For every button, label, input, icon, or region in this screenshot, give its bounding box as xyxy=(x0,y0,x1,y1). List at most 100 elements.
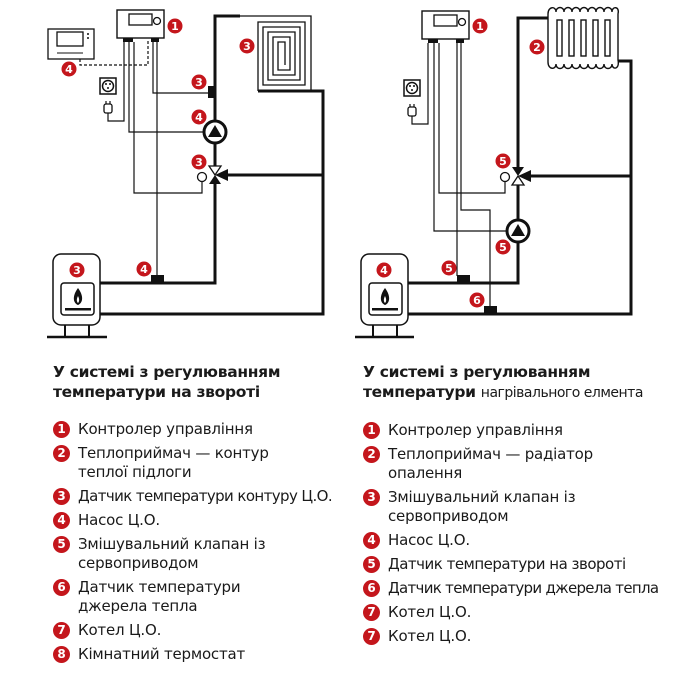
pump-icon xyxy=(202,119,228,145)
controller-icon xyxy=(116,9,165,42)
svg-text:4: 4 xyxy=(380,264,388,277)
left-legend-panel: У системі з регулюванням температури на … xyxy=(53,362,353,669)
heating-diagrams: 1 4 3 3 4 3 3 4 xyxy=(47,6,633,339)
thermostat-wire xyxy=(79,40,149,66)
svg-text:3: 3 xyxy=(195,76,203,89)
radiator-icon xyxy=(547,6,620,70)
left-badges: 1 4 3 3 4 3 3 4 xyxy=(61,18,255,278)
power-socket-icon xyxy=(99,77,117,95)
svg-text:2: 2 xyxy=(533,41,541,54)
legend-number-badge: 1 xyxy=(53,421,70,438)
right-title-line1: У системі з регулюванням xyxy=(363,363,591,381)
svg-text:1: 1 xyxy=(476,20,484,33)
legend-number-badge: 3 xyxy=(363,489,380,506)
right-diagram: 1 2 5 5 4 5 6 xyxy=(355,6,633,339)
boiler-icon xyxy=(355,253,414,339)
pump-icon xyxy=(505,218,531,244)
source-sensor-wire xyxy=(460,43,491,308)
legend-number-badge: 5 xyxy=(53,536,70,553)
valve-wire xyxy=(438,43,506,194)
svg-text:3: 3 xyxy=(73,264,81,277)
right-panel-title: У системі з регулюванням температури наг… xyxy=(363,362,693,403)
supply-pipe xyxy=(516,16,548,168)
badge-boiler: 4 xyxy=(376,262,392,278)
badge-thermostat: 4 xyxy=(61,61,77,77)
power-plug-icon xyxy=(103,42,125,122)
badge-heat-receiver: 3 xyxy=(239,38,255,54)
badge-source-sensor: 6 xyxy=(469,292,485,308)
circuit-sensor-wire xyxy=(152,42,208,94)
svg-text:4: 4 xyxy=(140,263,148,276)
svg-text:5: 5 xyxy=(499,155,507,168)
underfloor-heating-coil-icon xyxy=(240,15,312,92)
svg-text:1: 1 xyxy=(171,20,179,33)
left-diagram: 1 4 3 3 4 3 3 4 xyxy=(47,9,325,339)
legend-number-badge: 4 xyxy=(53,512,70,529)
svg-text:5: 5 xyxy=(499,241,507,254)
svg-text:3: 3 xyxy=(195,156,203,169)
return-pipe xyxy=(408,59,633,316)
mixing-valve-icon xyxy=(196,165,228,184)
source-temp-sensor-icon xyxy=(484,306,497,314)
legend-number-badge: 8 xyxy=(53,646,70,663)
badge-radiator: 2 xyxy=(529,39,545,55)
controller-icon xyxy=(421,10,470,43)
valve-wire xyxy=(133,42,203,194)
badge-mixing-valve: 3 xyxy=(191,154,207,170)
badge-boiler: 3 xyxy=(69,262,85,278)
left-panel-title: У системі з регулюванням температури на … xyxy=(53,362,353,402)
svg-text:3: 3 xyxy=(243,40,251,53)
supply-pipe xyxy=(213,14,240,168)
return-temp-sensor-icon xyxy=(457,275,470,283)
left-title-text: У системі з регулюванням температури на … xyxy=(53,363,281,401)
badge-mixing-valve: 5 xyxy=(495,153,511,169)
boiler-icon xyxy=(47,253,107,339)
svg-text:5: 5 xyxy=(445,262,453,275)
right-legend-panel: У системі з регулюванням температури наг… xyxy=(363,362,693,651)
legend-number-badge: 7 xyxy=(363,604,380,621)
badge-return-sensor: 5 xyxy=(441,260,457,276)
pump-wire xyxy=(128,42,205,133)
power-socket-icon xyxy=(403,79,421,97)
legend-number-badge: 7 xyxy=(363,628,380,645)
boiler-supply-pipe xyxy=(408,183,520,285)
right-badges: 1 2 5 5 4 5 6 xyxy=(376,18,545,308)
legend-number-badge: 2 xyxy=(363,446,380,463)
legend-number-badge: 2 xyxy=(53,445,70,462)
legend-number-badge: 5 xyxy=(363,556,380,573)
legend-number-badge: 1 xyxy=(363,422,380,439)
boiler-supply-pipe xyxy=(100,180,217,285)
badge-controller: 1 xyxy=(472,18,488,34)
right-title-line2: температури xyxy=(363,383,476,401)
legend-number-badge: 7 xyxy=(53,622,70,639)
mixing-valve-icon xyxy=(499,167,531,186)
legend-number-badge: 4 xyxy=(363,532,380,549)
source-temp-sensor-icon xyxy=(151,275,164,283)
svg-text:4: 4 xyxy=(195,111,203,124)
right-title-light: нагрівального елмента xyxy=(480,385,644,401)
circuit-temp-sensor-icon xyxy=(208,86,215,98)
badge-circuit-sensor: 3 xyxy=(191,74,207,90)
svg-text:6: 6 xyxy=(473,294,481,307)
legend-number-badge: 3 xyxy=(53,488,70,505)
badge-controller: 1 xyxy=(167,18,183,34)
legend-number-badge: 6 xyxy=(363,580,380,597)
badge-pump: 4 xyxy=(191,109,207,125)
